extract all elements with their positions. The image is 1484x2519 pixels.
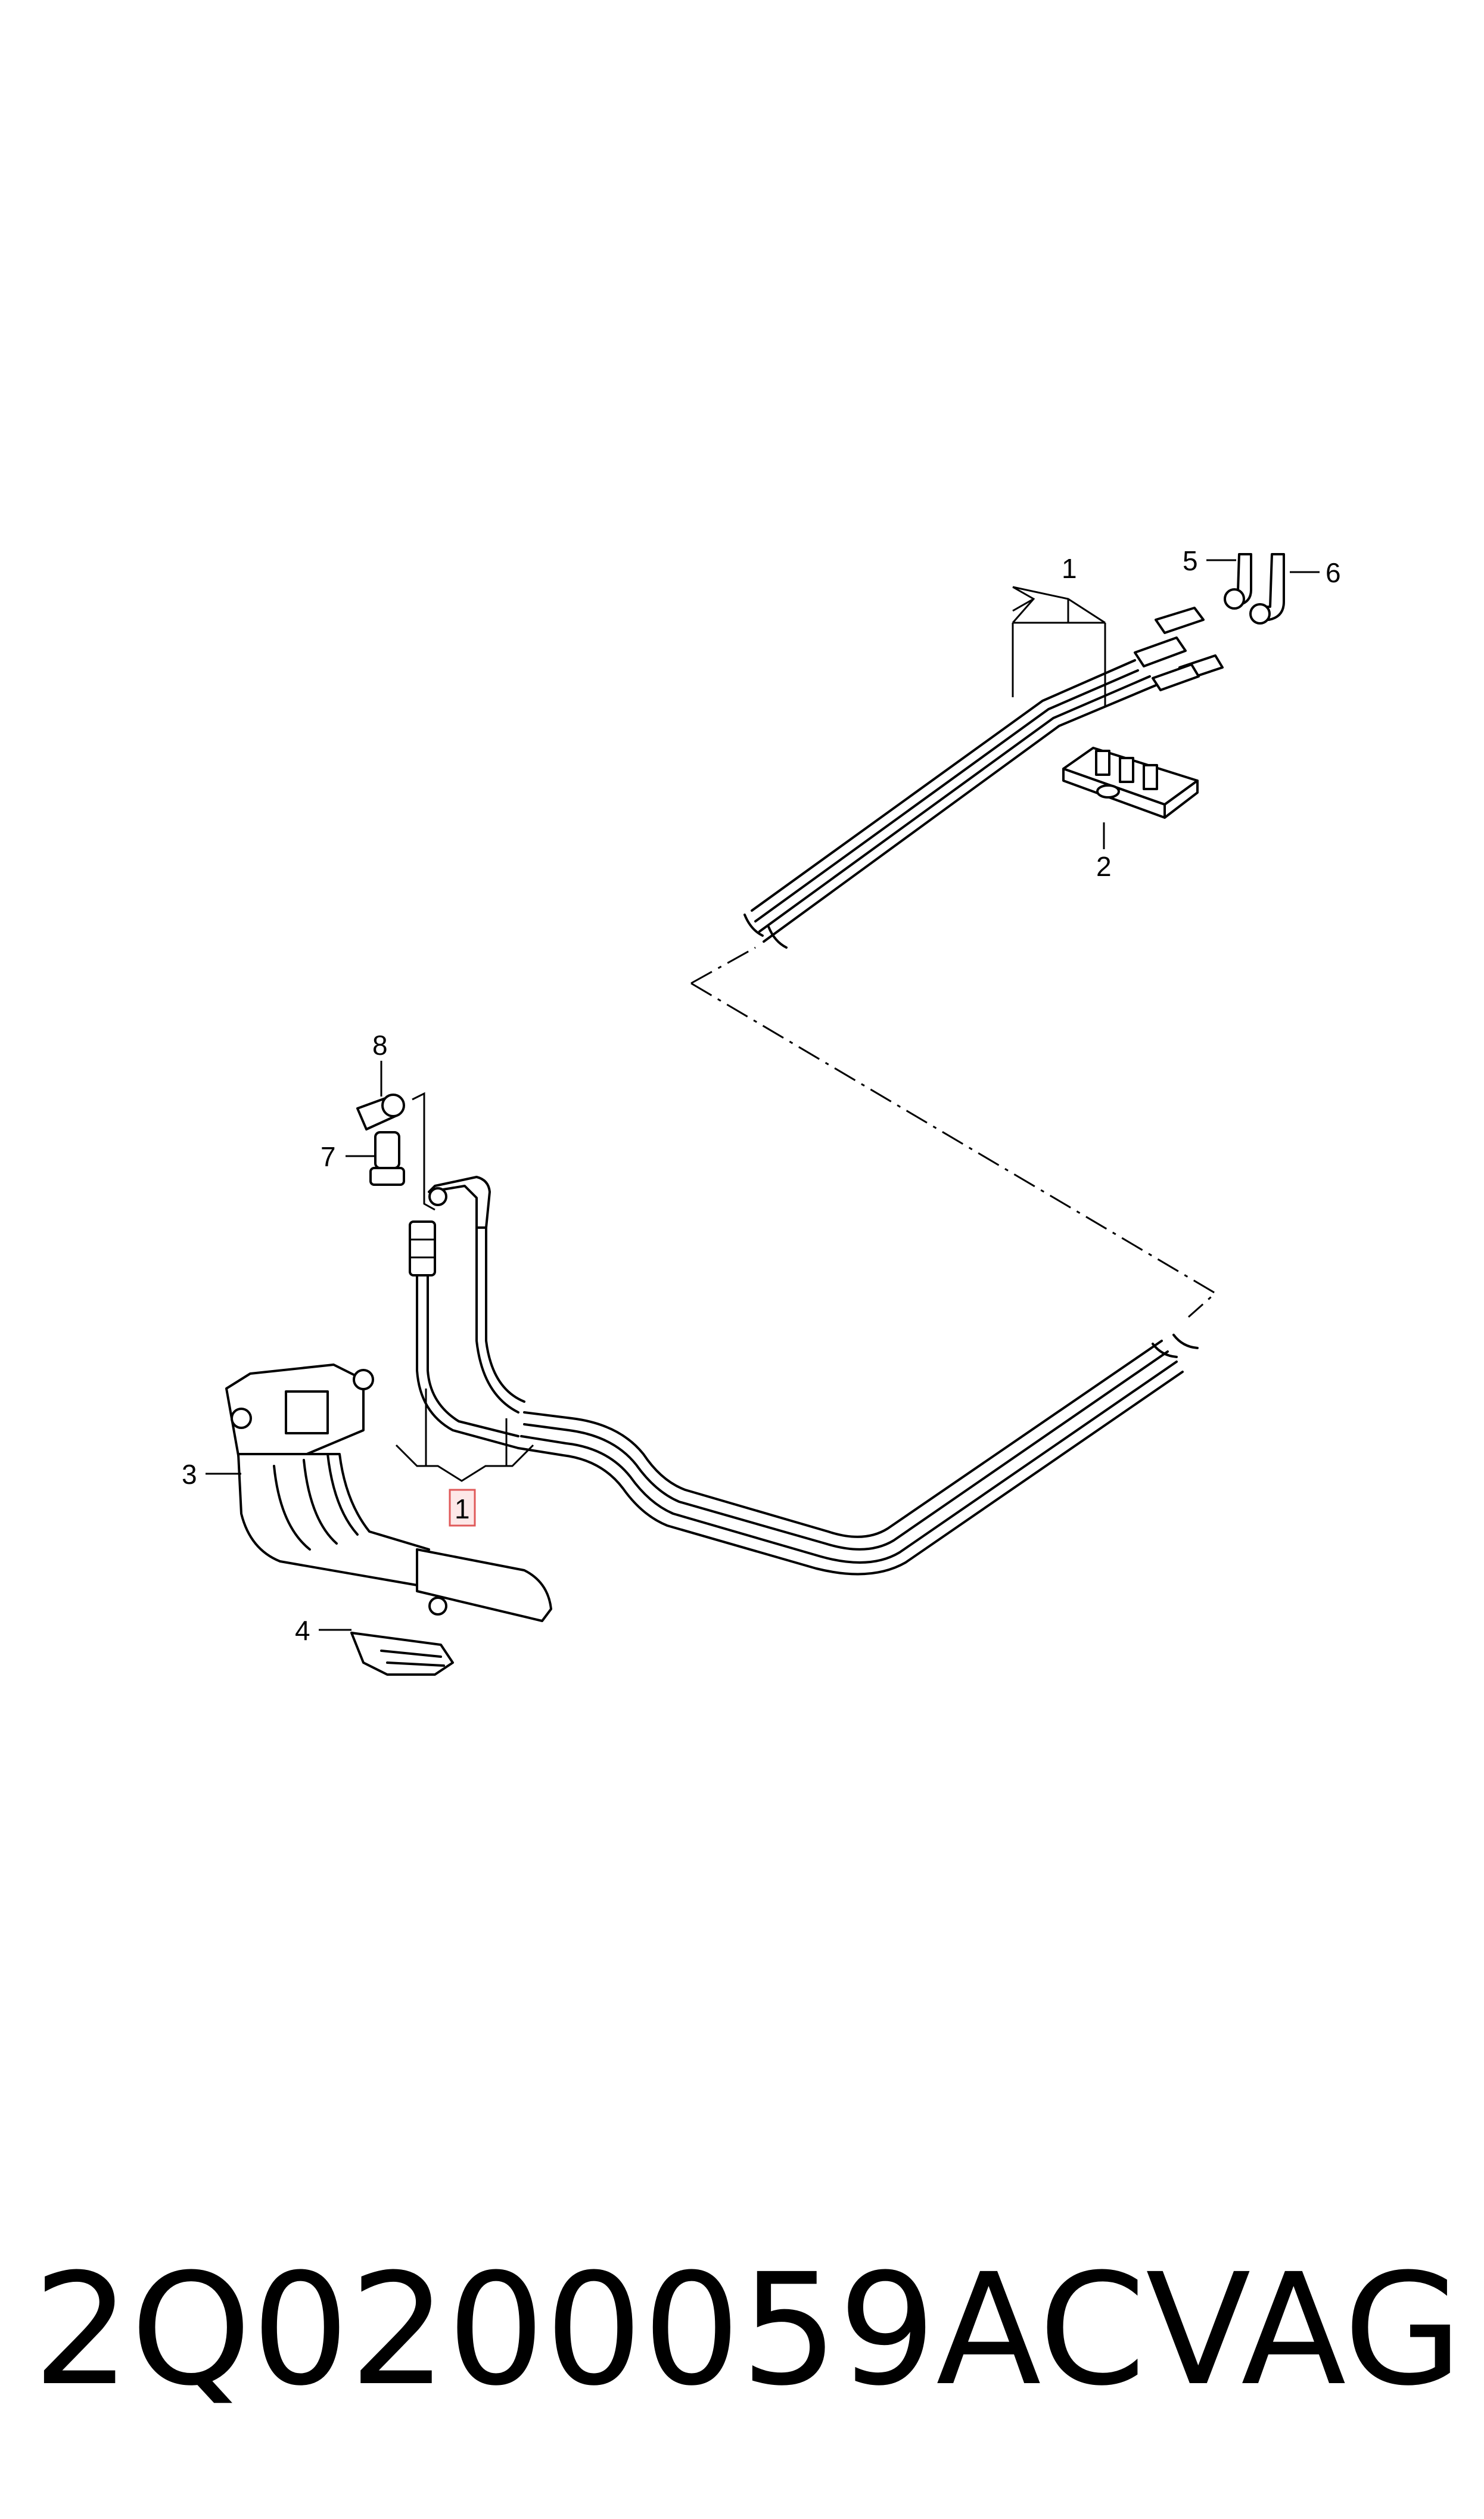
callout-1-bottom: 1 [455, 1493, 470, 1524]
callout-6: 6 [1326, 557, 1341, 588]
dash-dot-connector [690, 946, 1217, 1318]
callout-1-top: 1 [1062, 553, 1077, 584]
elbow-fitting-6 [1249, 553, 1285, 625]
callout-7: 7 [321, 1141, 336, 1172]
elbow-fitting-5 [1224, 553, 1252, 610]
callout-4: 4 [295, 1615, 310, 1646]
bracket-line-7-8 [412, 1092, 435, 1211]
fitting-8 [356, 1094, 405, 1130]
callout-5: 5 [1183, 545, 1198, 576]
callout-8: 8 [372, 1030, 388, 1061]
footer: 2Q0200059AC VAG [33, 2241, 1463, 2419]
leader-lines [206, 559, 1320, 1631]
callout-2: 2 [1096, 851, 1112, 882]
fitting-7 [369, 1131, 405, 1186]
pipe-clip-bracket-2 [1062, 747, 1199, 819]
part-number: 2Q0200059AC [33, 2241, 1146, 2419]
callout-3: 3 [182, 1459, 197, 1490]
highlight-box [449, 1489, 476, 1527]
fuel-line-assembly [409, 607, 1224, 1576]
brand-name: VAG [1146, 2241, 1463, 2419]
bracket-4 [350, 1632, 454, 1676]
pedal-bracket-3 [225, 1363, 552, 1622]
